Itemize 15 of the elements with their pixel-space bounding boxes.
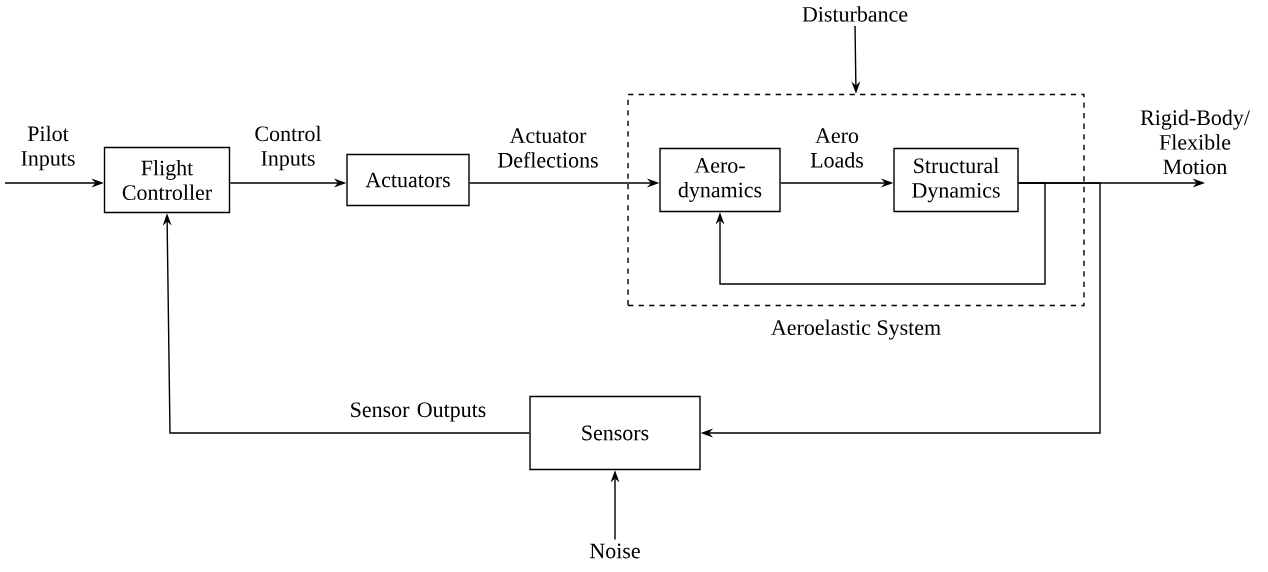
- process-box: Structural Dynamics: [893, 147, 1019, 213]
- edge-label: Pilot Inputs: [21, 125, 75, 171]
- edge-label: Control Inputs: [255, 125, 322, 171]
- edge-label: Sensor Outputs: [351, 402, 486, 422]
- process-box: Actuators: [346, 153, 470, 207]
- edge-label: Rigid-Body/ Flexible Motion: [1140, 109, 1250, 175]
- node-label: Aeroelastic System: [771, 319, 941, 340]
- process-box: Sensors: [529, 395, 701, 471]
- signal-label: Disturbance: [802, 6, 908, 22]
- arrow: [715, 182, 1046, 285]
- process-box: Flight Controller: [103, 146, 231, 214]
- edge-label: Actuator Deflections: [498, 128, 598, 168]
- process-box: Aero-dynamics: [659, 147, 781, 213]
- edge-label: Aero Loads: [810, 128, 864, 168]
- signal-label: Noise: [590, 543, 640, 559]
